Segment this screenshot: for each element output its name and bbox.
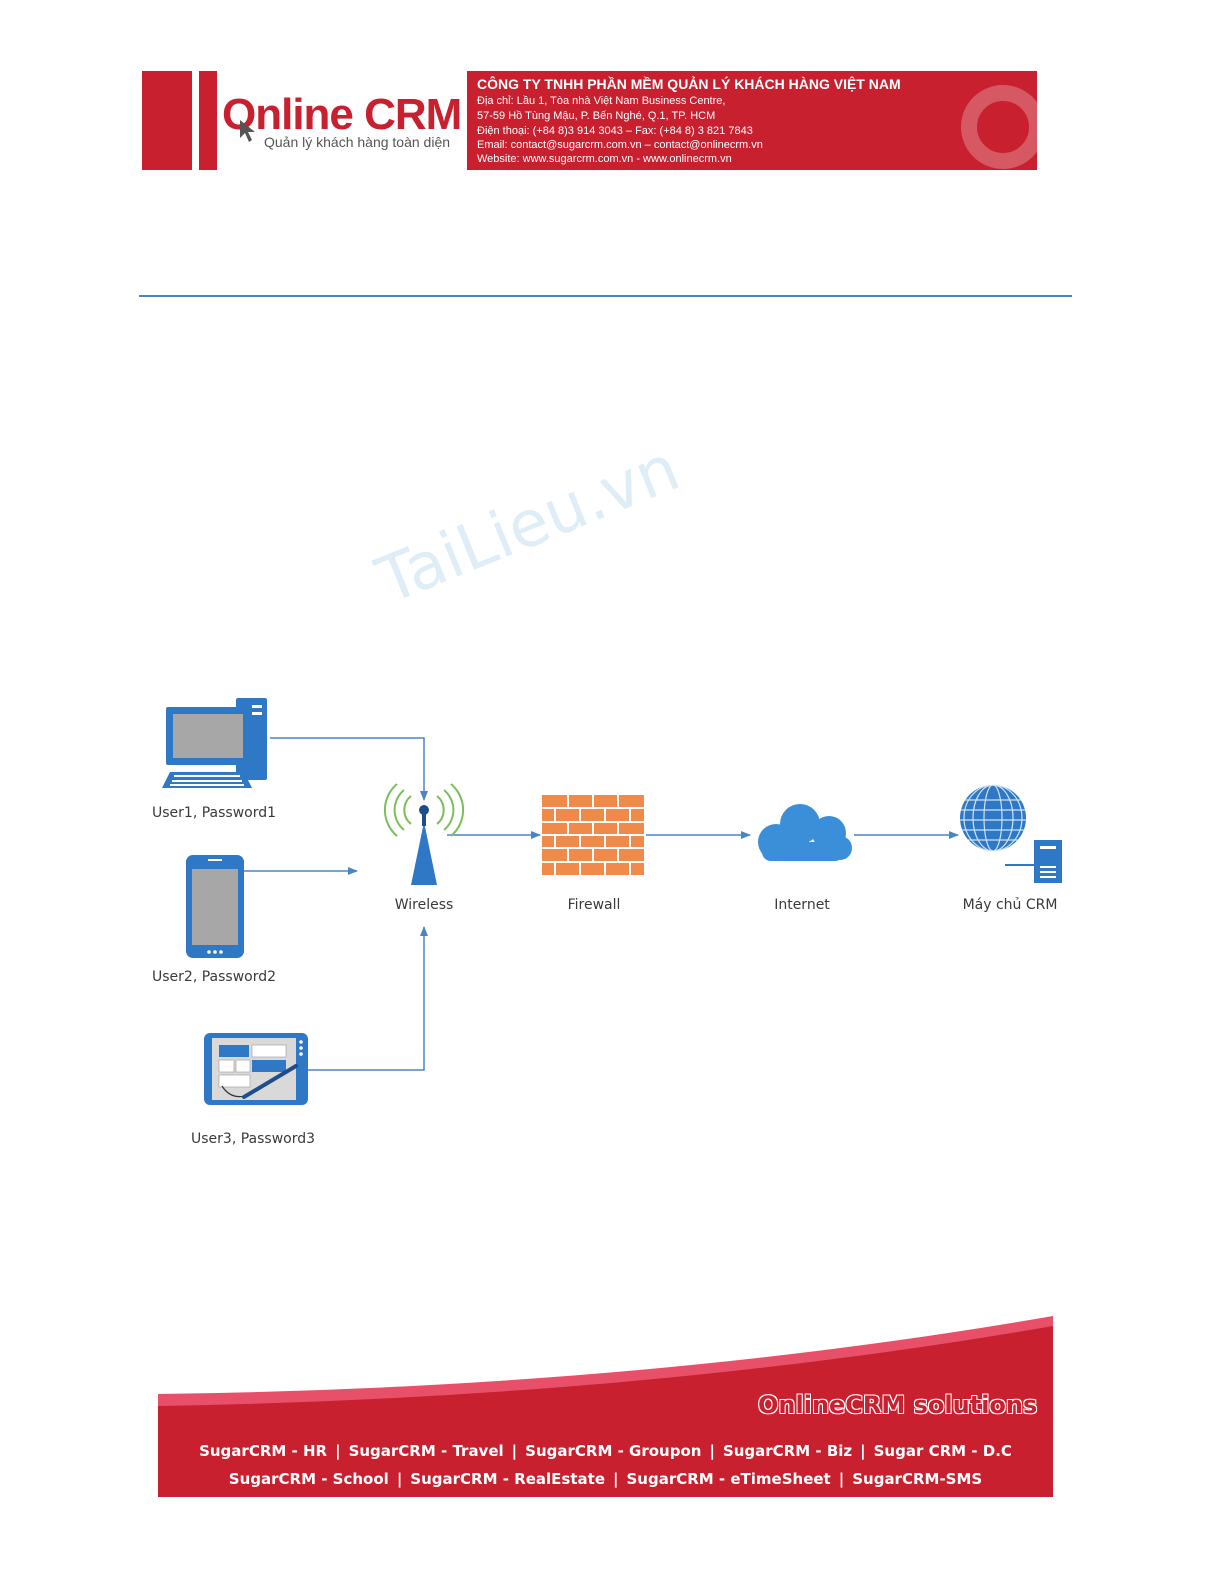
address-line-1: Địa chỉ: Lầu 1, Tòa nhà Việt Nam Busines… [477,95,726,107]
user2-label: User2, Password2 [152,969,276,985]
website-line: Website: www.sugarcrm.com.vn - www.onlin… [477,153,732,165]
user1-label: User1, Password1 [152,805,276,821]
product-sms: SugarCRM-SMS [852,1470,983,1488]
product-realestate: SugarCRM - RealEstate [410,1470,605,1488]
cursor-icon [240,120,255,142]
separator: | [613,1470,619,1488]
separator: | [335,1442,341,1460]
firewall-icon [542,795,644,875]
smartphone-icon [186,855,244,958]
separator: | [511,1442,518,1460]
user3-label: User3, Password3 [191,1131,315,1147]
product-biz: SugarCRM - Biz [722,1442,853,1460]
company-name: CÔNG TY TNHH PHẦN MỀM QUẢN LÝ KHÁCH HÀNG… [477,76,901,92]
firewall-label: Firewall [568,897,621,913]
header-red-bar-narrow [199,71,217,170]
separator: | [860,1442,866,1460]
connector-user3-wireless [308,926,428,1071]
globe-server-icon [960,785,1062,883]
wireless-tower-icon [383,783,465,885]
product-row-1: SugarCRM - HR | SugarCRM - Travel | SugarCRM… [158,1442,1053,1460]
header-red-bar [142,71,192,170]
product-groupon: SugarCRM - Groupon [525,1442,702,1460]
connector-user1-wireless [270,737,428,801]
footer-banner: OnlineCRM solutions SugarCRM - HR|SugarC… [158,1316,1053,1497]
phone-line: Điện thoại: (+84 8)3 914 3043 – Fax: (+8… [477,125,753,137]
logo-text: Online CRM [222,90,462,139]
address-line-2: 57-59 Hồ Tùng Mậu, P. Bến Nghé, Q.1, TP.… [477,110,716,122]
separator: | [709,1442,715,1460]
onlinecrm-logo: Online CRM Quản lý khách hàng toàn diện [222,88,467,158]
product-travel: SugarCRM - Travel [348,1442,504,1460]
product-hr: SugarCRM - HR [199,1442,328,1460]
connectors [244,737,959,1071]
company-info-panel: CÔNG TY TNHH PHẦN MỀM QUẢN LÝ KHÁCH HÀNG… [467,71,1037,170]
wireless-label: Wireless [395,897,454,913]
product-dc: Sugar CRM - D.C [873,1442,1012,1460]
email-line: Email: contact@sugarcrm.com.vn – contact… [477,139,763,151]
internet-label: Internet [774,897,830,913]
tablet-icon [204,1033,308,1105]
separator: | [838,1470,845,1488]
cloud-icon [758,804,852,861]
separator: | [396,1470,403,1488]
product-etimesheet: SugarCRM - eTimeSheet [626,1470,831,1488]
product-school: SugarCRM - School [228,1470,389,1488]
product-row-2: SugarCRM - School | SugarCRM - RealEstate |… [158,1470,1053,1488]
logo-tagline: Quản lý khách hàng toàn diện [264,134,451,150]
header-divider [139,295,1072,297]
crm-server-label: Máy chủ CRM [963,897,1058,913]
footer-brand: OnlineCRM solutions [758,1391,1038,1419]
desktop-computer-icon [162,698,267,788]
footer-band [158,1316,1053,1497]
